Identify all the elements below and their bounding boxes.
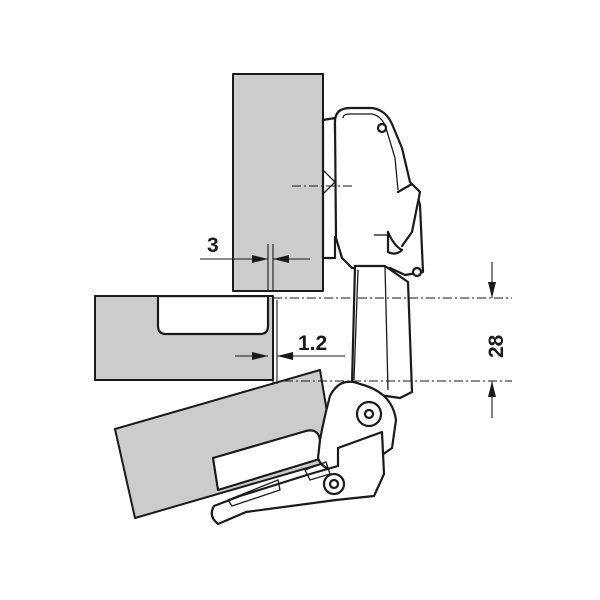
reference-lines — [272, 185, 512, 385]
cabinet-side-panel — [232, 73, 324, 292]
hinge-arm-housing — [333, 106, 425, 278]
dimension-gap-label: 3 — [207, 234, 219, 257]
dimension-overlay-gap-label: 1.2 — [298, 332, 327, 355]
dimension-gap: 3 — [200, 234, 310, 292]
frame-panel — [94, 295, 274, 381]
dimension-height: 28 — [485, 262, 508, 418]
hinge-cup — [210, 380, 398, 526]
hinge-linkage — [350, 264, 414, 400]
dimension-overlay-gap: 1.2 — [235, 300, 345, 384]
pivot-pins — [322, 400, 383, 496]
dimension-height-label: 28 — [485, 334, 508, 358]
